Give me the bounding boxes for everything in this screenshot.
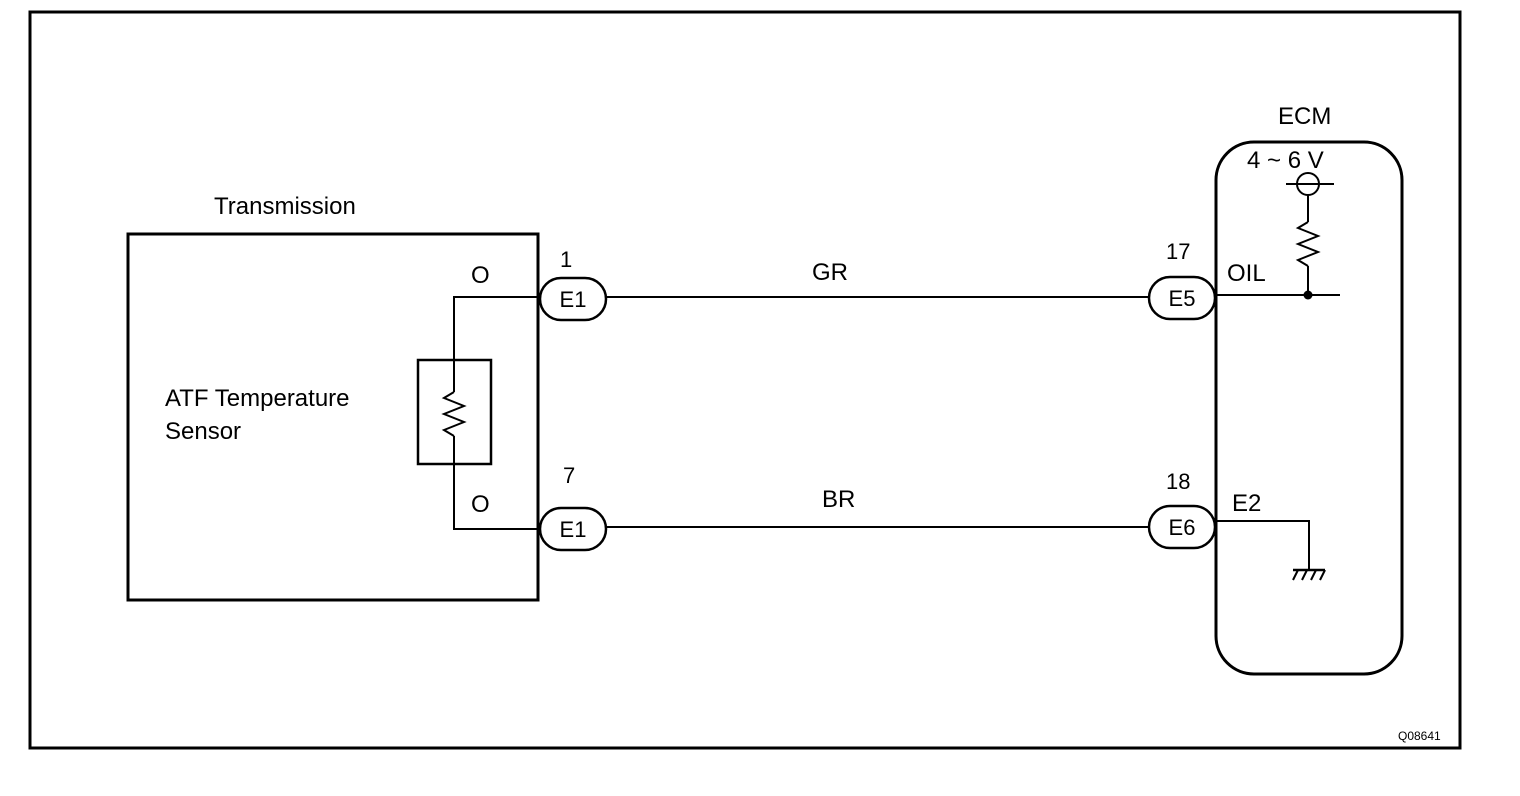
wire-color-bottom-inner: O (471, 491, 490, 518)
diagram-frame (28, 10, 1462, 750)
sensor-wire-top (453, 296, 538, 392)
figure-code: Q08641 (1398, 729, 1441, 743)
ecm-wire-e2 (1215, 520, 1310, 570)
connector-e1-top-label: E1 (560, 287, 587, 312)
connector-e1-bottom-label: E1 (560, 517, 587, 542)
junction-dot (1303, 290, 1313, 300)
transmission-title: Transmission (214, 193, 356, 220)
transmission-box (126, 232, 540, 602)
connector-e5-label: E5 (1169, 286, 1196, 311)
connector-e1-bottom (538, 506, 608, 552)
ecm-box (1214, 140, 1404, 676)
ecm-terminal-e2: E2 (1232, 490, 1261, 517)
wire-br-label: BR (822, 486, 855, 513)
ecm-terminal-oil: OIL (1227, 260, 1266, 287)
sensor-label-line2: Sensor (165, 418, 241, 445)
sensor-label-line1: ATF Temperature (165, 385, 350, 412)
wire-gr-label: GR (812, 259, 848, 286)
connector-e5-pin: 17 (1166, 239, 1190, 264)
ecm-voltage-label: 4 ~ 6 V (1247, 147, 1324, 174)
connector-e6-pin: 18 (1166, 469, 1190, 494)
pullup-resistor-icon (1295, 221, 1321, 267)
sensor-wire-bottom (453, 436, 538, 530)
connector-e6 (1147, 504, 1217, 550)
connector-e6-label: E6 (1169, 515, 1196, 540)
wire-color-top-inner: O (471, 262, 490, 289)
connector-e5 (1147, 275, 1217, 321)
connector-e1-top (538, 276, 608, 322)
sensor-resistor-icon (441, 391, 467, 437)
connector-e1-top-pin: 1 (560, 247, 572, 272)
ecm-title: ECM (1278, 103, 1331, 130)
connector-e1-bottom-pin: 7 (563, 463, 575, 488)
ground-icon (1292, 568, 1326, 581)
